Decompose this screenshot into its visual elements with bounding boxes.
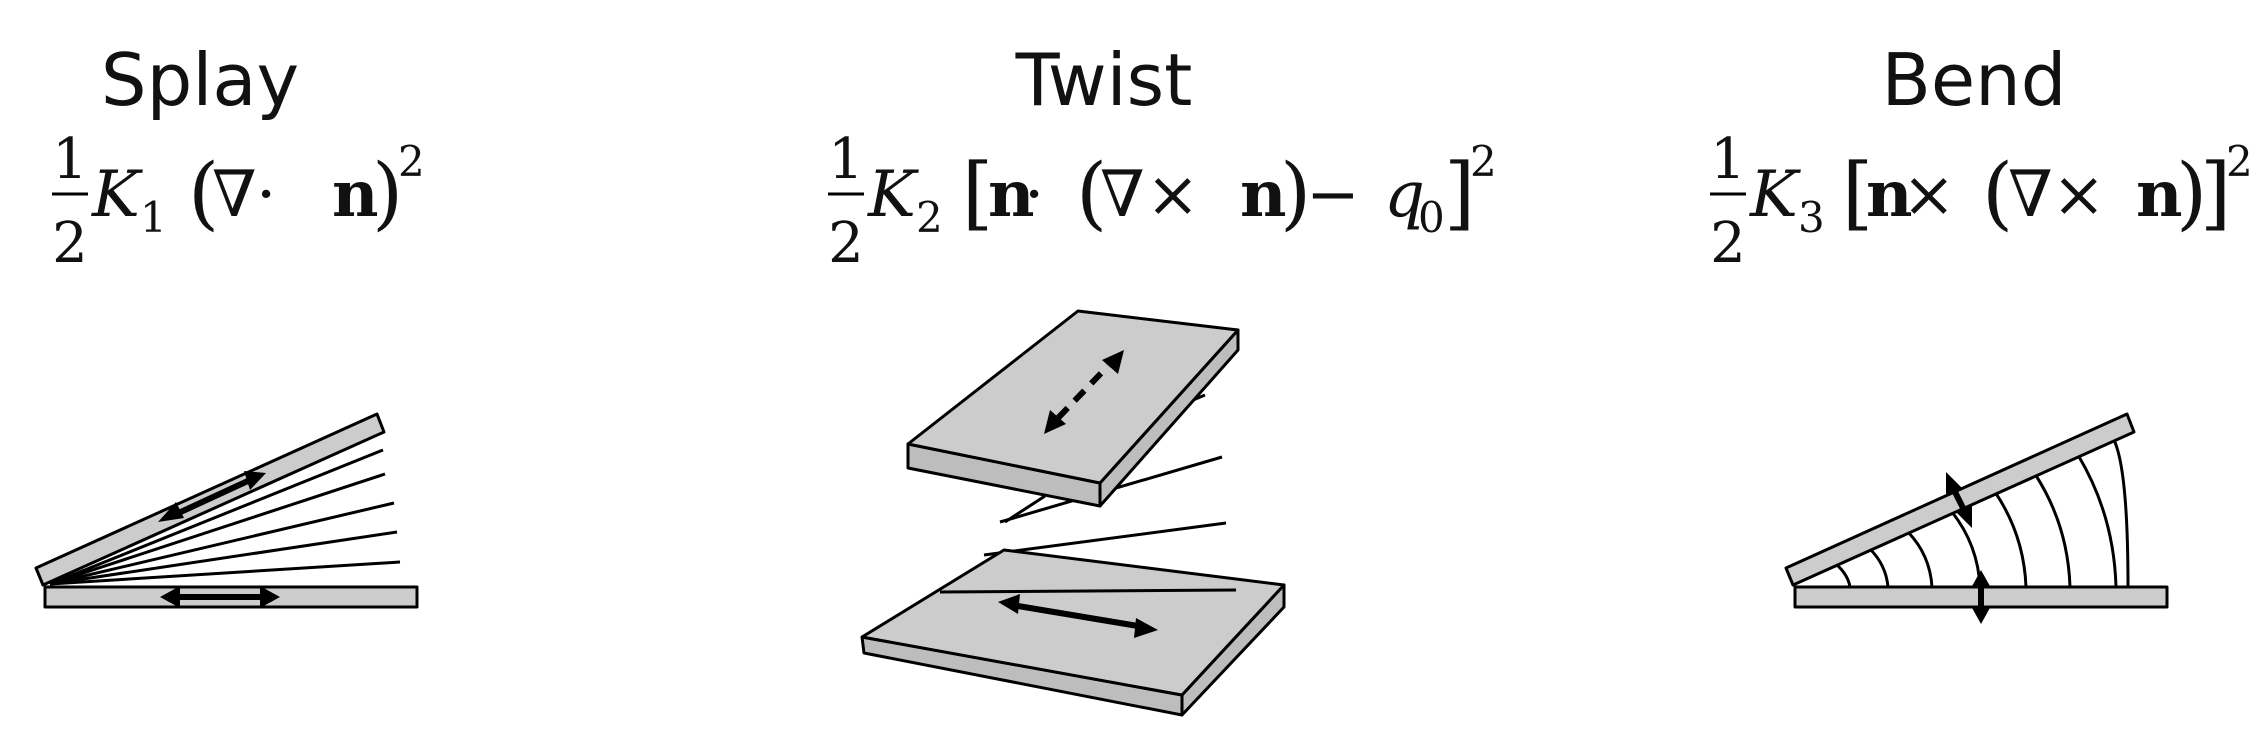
- twist-open-bracket: [: [962, 146, 993, 239]
- splay-open-paren: (: [188, 146, 219, 239]
- bend-nabla: ∇: [2008, 158, 2053, 232]
- bend-bottom-arrow: [1971, 570, 1991, 624]
- twist-cross: ×: [1146, 158, 1200, 232]
- twist-constant-sub: 2: [916, 193, 943, 242]
- bend-constant: K: [1749, 158, 1801, 232]
- bend-close-bracket: ]: [2200, 146, 2231, 239]
- twist-power: 2: [1470, 137, 1497, 186]
- twist-frac-den: 2: [828, 211, 864, 276]
- twist-constant: K: [867, 158, 919, 232]
- splay-director-lines: [49, 448, 401, 586]
- bend-frac-den: 2: [1710, 211, 1746, 276]
- splay-top-arrow: [158, 471, 266, 522]
- twist-bottom-arrow: [998, 594, 1158, 638]
- twist-open-paren: (: [1076, 146, 1107, 239]
- splay-nabla: ∇: [212, 158, 257, 232]
- splay-close-paren: ): [372, 146, 403, 239]
- bend-n-1: n: [1866, 157, 1913, 232]
- splay-power: 2: [398, 137, 425, 186]
- twist-minus: −: [1306, 158, 1360, 232]
- twist-formula: 1 2 K 2 [ n · ( ∇ × n ) − q 0 ] 2: [828, 127, 1497, 276]
- bend-director-arcs: [1835, 439, 2130, 588]
- splay-dot: ·: [256, 158, 276, 232]
- bend-close-paren: ): [2176, 146, 2207, 239]
- splay-bottom-arrow: [160, 586, 280, 608]
- twist-close-paren: ): [1280, 146, 1311, 239]
- splay-formula: 1 2 K 1 ( ∇ · n ) 2: [52, 127, 425, 276]
- twist-n-2: n: [1240, 157, 1287, 232]
- twist-close-bracket: ]: [1444, 146, 1475, 239]
- bend-cross-1: ×: [1902, 158, 1956, 232]
- bend-open-paren: (: [1982, 146, 2013, 239]
- bend-constant-sub: 3: [1798, 193, 1825, 242]
- splay-constant-sub: 1: [140, 193, 167, 242]
- bend-cross-2: ×: [2052, 158, 2106, 232]
- bend-n-2: n: [2136, 157, 2183, 232]
- twist-bottom-plate: [860, 548, 1286, 697]
- twist-title: Twist: [1015, 38, 1193, 122]
- bend-illustration: [1784, 412, 2169, 624]
- twist-q: q: [1384, 158, 1425, 232]
- bend-open-bracket: [: [1842, 146, 1873, 239]
- bend-top-arrow: [1946, 472, 1972, 528]
- bend-frac-num: 1: [1710, 127, 1746, 192]
- twist-director-bottom: [939, 588, 1237, 594]
- twist-top-plate: [906, 309, 1240, 485]
- twist-top-arrow: [1044, 350, 1124, 434]
- twist-nabla: ∇: [1100, 158, 1145, 232]
- splay-title: Splay: [101, 38, 299, 122]
- bend-title: Bend: [1881, 38, 2066, 122]
- twist-q-sub: 0: [1418, 193, 1445, 242]
- splay-frac-num: 1: [52, 127, 88, 192]
- splay-constant: K: [91, 158, 143, 232]
- splay-frac-den: 2: [52, 211, 88, 276]
- splay-illustration: [34, 412, 419, 609]
- twist-dot: ·: [1024, 158, 1044, 232]
- twist-frac-num: 1: [828, 127, 864, 192]
- bend-power: 2: [2226, 137, 2253, 186]
- bend-formula: 1 2 K 3 [ n × ( ∇ × n ) ] 2: [1710, 127, 2253, 276]
- twist-n-1: n: [988, 157, 1035, 232]
- twist-illustration: [860, 309, 1286, 717]
- splay-n: n: [332, 157, 379, 232]
